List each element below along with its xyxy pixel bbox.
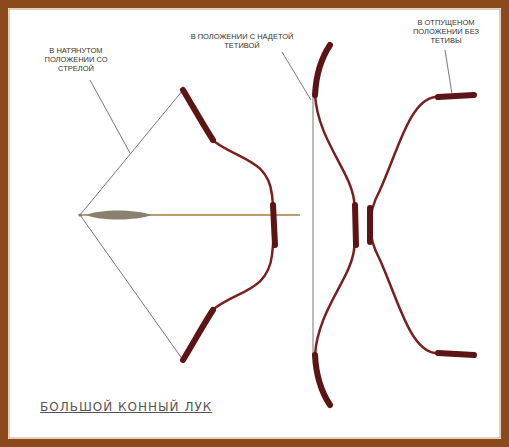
fletching: [86, 211, 152, 220]
callout-label: В ПОЛОЖЕНИИ С НАДЕТОЙ ТЕТИВОЙ: [190, 32, 294, 50]
bow-grip: [367, 208, 373, 242]
bow-grip: [273, 205, 275, 245]
diagram-title: БОЛЬШОЙ КОННЫЙ ЛУК: [40, 400, 212, 414]
bow-limb: [315, 45, 356, 405]
bowstring: [80, 90, 183, 360]
bow-limb: [370, 95, 475, 355]
callout-label: В НАТЯНУТОМ ПОЛОЖЕНИИ СО СТРЕЛОЙ: [36, 46, 116, 73]
bow-tip: [315, 45, 330, 95]
bow-tip: [315, 355, 330, 405]
leader-line: [445, 50, 452, 94]
bowstring: [313, 94, 314, 356]
leader-line: [90, 80, 130, 153]
nock: [78, 213, 81, 216]
frame: [4, 4, 505, 443]
bow-tip: [438, 95, 474, 97]
unstrung-bow: [370, 95, 475, 355]
bow-tip: [438, 353, 474, 355]
callout-label: В ОТПУЩЕНОМ ПОЛОЖЕНИИ БЕЗ ТЕТИВЫ: [404, 18, 488, 45]
bow-tip: [183, 90, 213, 140]
bow-grip: [355, 205, 356, 245]
drawn-bow: [78, 90, 300, 360]
bow-tip: [183, 310, 213, 360]
braced-bow: [313, 45, 356, 405]
inner-frame: [9, 9, 500, 438]
bow-limb: [183, 90, 275, 360]
leader-line: [282, 52, 311, 100]
